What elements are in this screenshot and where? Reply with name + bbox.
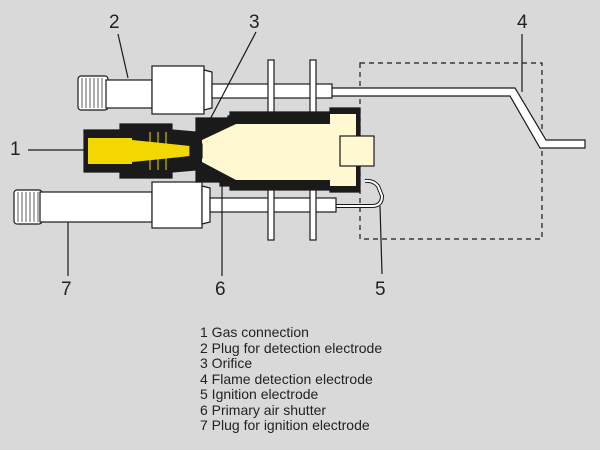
- burner-mixing-chamber: [202, 114, 356, 186]
- callout-3: 3: [249, 12, 260, 33]
- legend-item: 7 Plug for ignition electrode: [200, 417, 370, 433]
- legend: 1 Gas connection 2 Plug for detection el…: [200, 324, 383, 434]
- leader-line-5: [379, 205, 383, 275]
- gas-connection: [83, 123, 197, 179]
- legend-item: 6 Primary air shutter: [200, 401, 327, 418]
- legend-item: 3 Orifice: [200, 355, 253, 371]
- flame-detection-electrode: [329, 87, 586, 149]
- legend-item: 1 Gas connection: [200, 324, 309, 340]
- callout-5: 5: [375, 279, 386, 300]
- legend-item: 4 Flame detection electrode: [200, 370, 373, 387]
- legend-item: 2 Plug for detection electrode: [200, 339, 383, 356]
- detection-electrode-plug: [77, 65, 333, 115]
- burner-outlet: [339, 135, 375, 167]
- burner-diagram: [13, 31, 586, 276]
- dashed-enclosure: [359, 62, 543, 240]
- orifice: [189, 141, 203, 161]
- legend-item: 5 Ignition electrode: [200, 386, 319, 402]
- leader-line-2: [117, 33, 129, 79]
- callout-6: 6: [215, 279, 226, 300]
- callout-1: 1: [10, 139, 21, 160]
- leader-line-3: [195, 31, 257, 147]
- callout-7: 7: [61, 279, 72, 300]
- callout-4: 4: [517, 12, 528, 33]
- callout-2: 2: [109, 12, 120, 33]
- primary-air-shutter: [219, 181, 257, 187]
- ignition-electrode-plug: [13, 181, 337, 229]
